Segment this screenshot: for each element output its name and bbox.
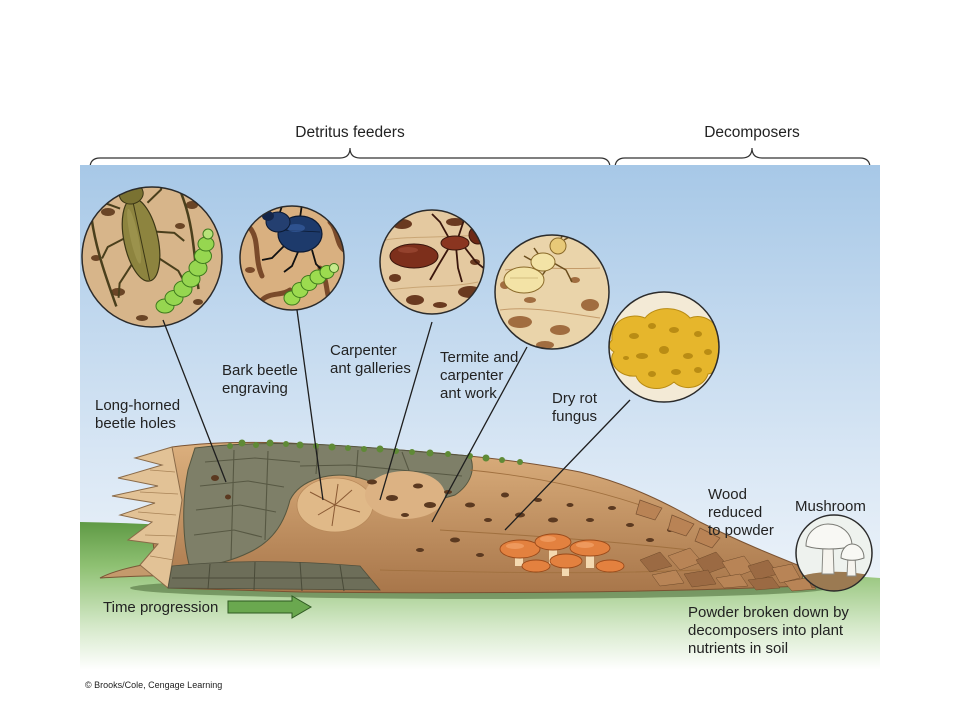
- crumbling-wood: [635, 499, 721, 549]
- beetle-larva: [155, 228, 215, 314]
- label-dry-rot-fungus: Dry rot fungus: [552, 390, 601, 425]
- decomposers-heading: Decomposers: [704, 124, 800, 141]
- decaying-log: [99, 439, 831, 599]
- pointer-long-horned: [162, 319, 227, 483]
- detritus-feeders-bracket: [89, 147, 611, 169]
- fungus-pores: [623, 323, 712, 377]
- bark-beetle-larva: [283, 263, 339, 306]
- label-wood-reduced-to-powder: Wood reduced to powder: [708, 486, 774, 539]
- mushroom-inset: [795, 514, 873, 592]
- time-progression-label: Time progression: [103, 599, 218, 616]
- pointer-dry-rot: [504, 399, 631, 531]
- pointer-termite: [431, 346, 528, 523]
- log-splintered-end: [111, 446, 183, 589]
- carpenter-ant-gallery-patch: [365, 471, 445, 519]
- label-powder-broken-down: Powder broken down by decomposers into p…: [688, 604, 853, 657]
- lower-bark: [167, 561, 381, 591]
- moss: [227, 439, 523, 465]
- termite-inset: [494, 234, 610, 350]
- long-horned-beetle-inset: [81, 186, 223, 328]
- white-mushrooms: [805, 523, 865, 577]
- decomposers-bracket: [614, 147, 871, 169]
- bark-beetle: [261, 206, 323, 273]
- label-bark-beetle-engraving: Bark beetle engraving: [222, 362, 302, 397]
- lower-bark-plates: [172, 561, 370, 592]
- pointer-bark-beetle: [296, 309, 324, 501]
- detritus-feeders-heading: Detritus feeders: [295, 124, 405, 141]
- label-mushroom: Mushroom: [795, 498, 866, 515]
- orange-mushroom-cluster: [499, 533, 625, 576]
- label-carpenter-ant-galleries: Carpenter ant galleries: [330, 342, 411, 377]
- splinter-grain: [137, 469, 179, 561]
- pointer-carpenter-ant: [379, 321, 433, 501]
- time-progression-arrow: [227, 595, 312, 619]
- termite-galleries: [500, 277, 599, 349]
- wood-holes: [211, 475, 673, 557]
- beetle-holes: [91, 201, 203, 321]
- pointer-lines: [162, 309, 631, 531]
- dry-rot-fungus-inset: [608, 291, 720, 403]
- label-long-horned-beetle-holes: Long-horned beetle holes: [95, 397, 184, 432]
- copyright-credit: © Brooks/Cole, Cengage Learning: [85, 680, 222, 690]
- label-termite-carpenter-ant-work: Termite and carpenter ant work: [440, 349, 523, 402]
